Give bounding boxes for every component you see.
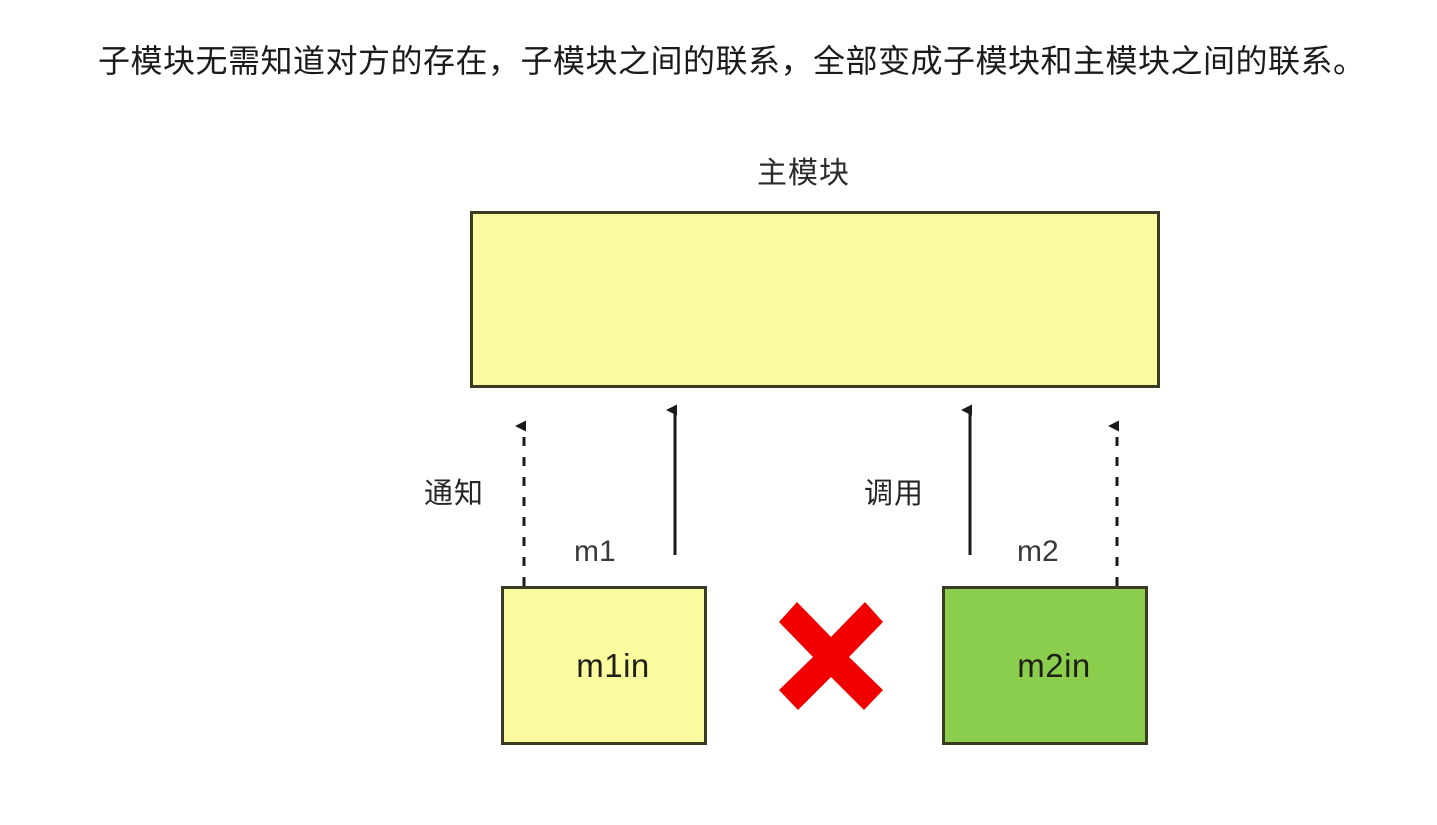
sub-module-label-m2: m2 — [1017, 535, 1059, 568]
connection-label-call: 调用 — [864, 478, 925, 510]
sub-module-box-text-m2in: m2in — [1017, 646, 1091, 684]
page-title: 子模块无需知道对方的存在，子模块之间的联系，全部变成子模块和主模块之间的联系。 — [98, 43, 1366, 79]
connection-label-notify: 通知 — [424, 478, 485, 510]
sub-module-box-text-m1in: m1in — [576, 646, 650, 684]
sub-module-box-m2in[interactable]: m2in — [942, 586, 1148, 745]
main-module-label: 主模块 — [757, 157, 850, 190]
sub-module-box-m1in[interactable]: m1in — [501, 586, 707, 745]
red-x-icon — [779, 602, 883, 710]
sub-module-label-m1: m1 — [574, 535, 616, 568]
main-module-box[interactable] — [470, 211, 1160, 388]
